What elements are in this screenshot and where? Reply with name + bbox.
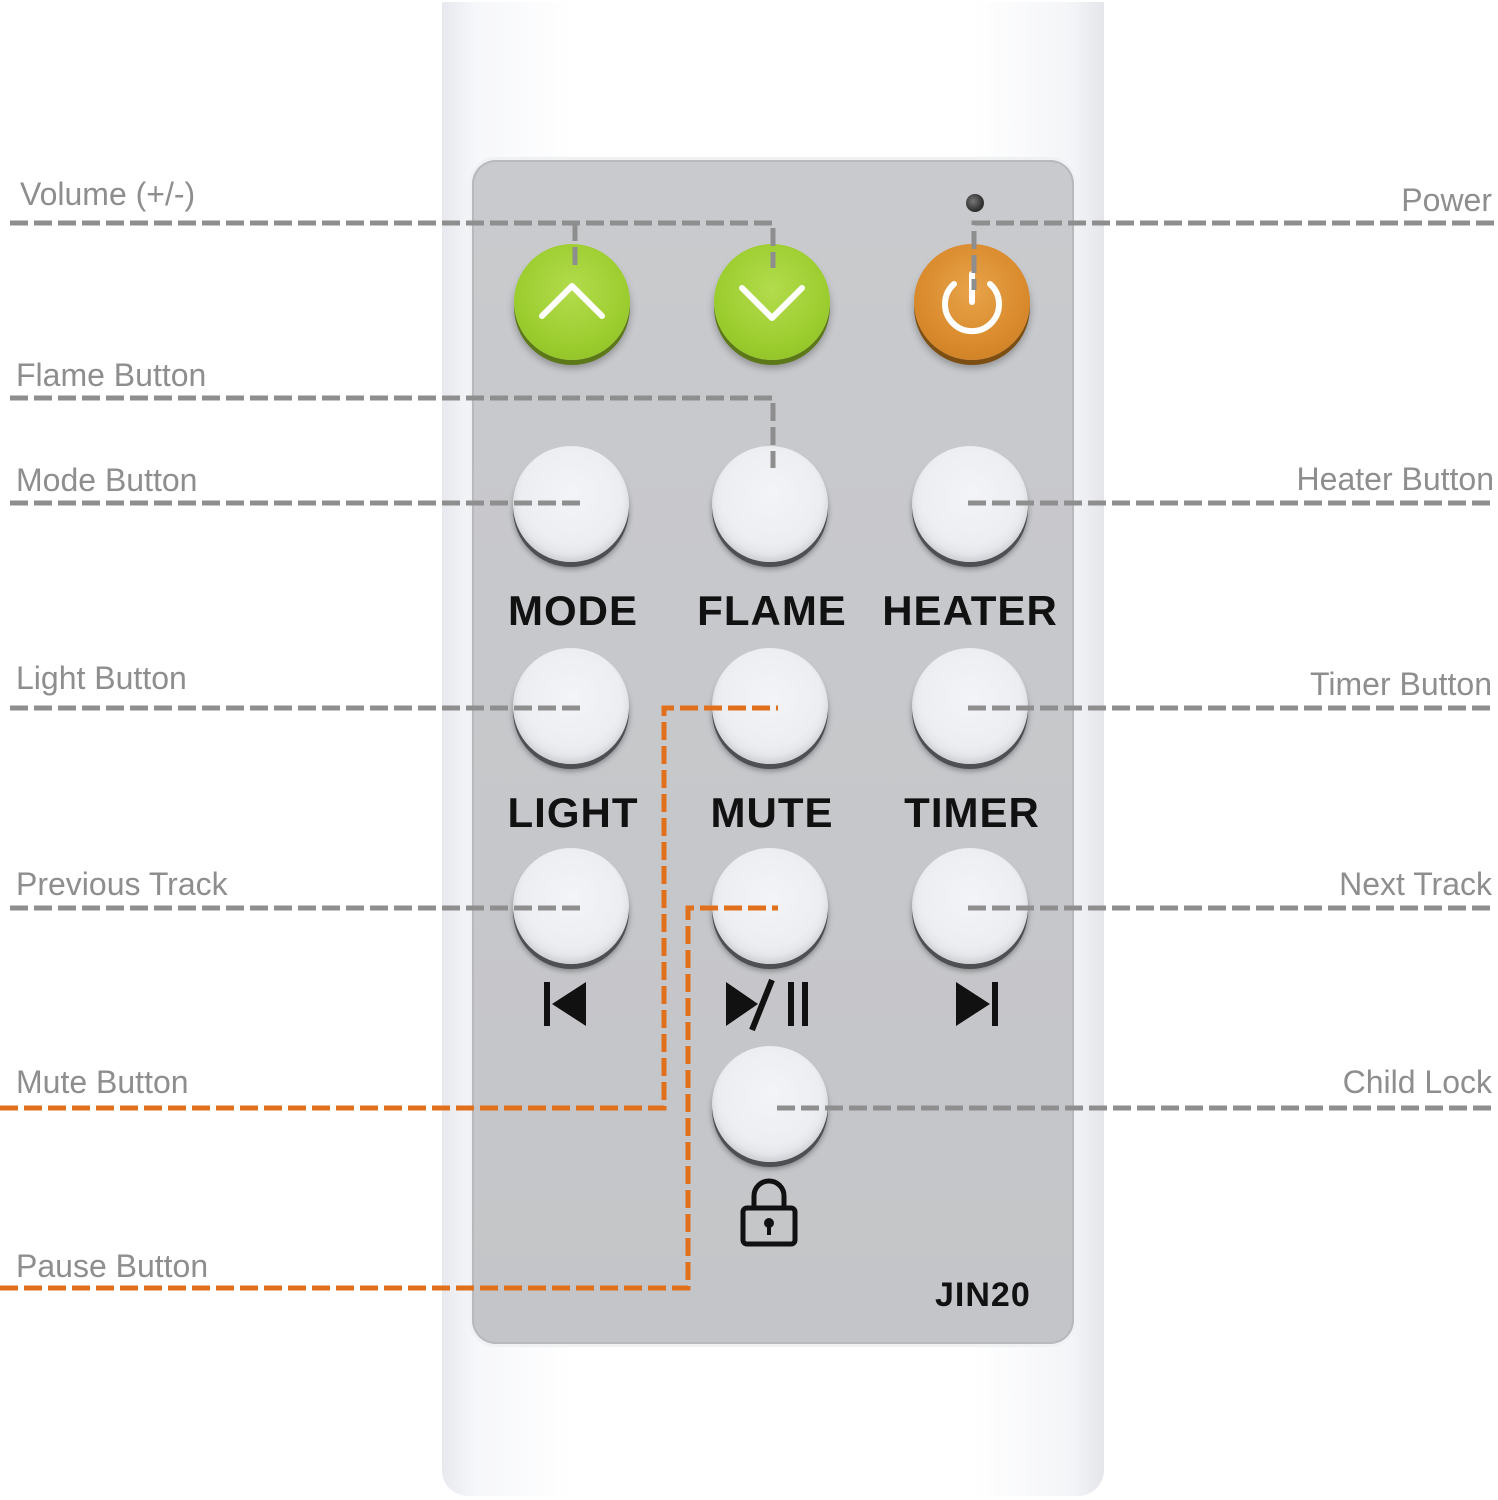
play-pause-button[interactable]	[712, 848, 828, 964]
child-lock-button[interactable]	[712, 1046, 828, 1162]
next-track-button[interactable]	[912, 848, 1028, 964]
play-pause-icon	[726, 978, 808, 1032]
flame-button[interactable]	[712, 446, 828, 562]
timer-label: TIMER	[904, 789, 1040, 836]
previous-track-button[interactable]	[513, 848, 629, 964]
volume-up-button[interactable]	[514, 244, 630, 360]
mode-label: MODE	[508, 587, 638, 634]
light-button[interactable]	[513, 648, 629, 764]
callout-pause-button: Pause Button	[16, 1248, 209, 1284]
callout-power: Power	[1401, 182, 1492, 218]
callout-next-track: Next Track	[1339, 866, 1492, 902]
mode-button[interactable]	[513, 446, 629, 562]
chevron-down-icon	[739, 285, 805, 321]
callout-volume: Volume (+/-)	[20, 176, 196, 212]
mute-label: MUTE	[710, 789, 834, 836]
skip-previous-icon	[544, 982, 586, 1026]
power-icon	[942, 271, 1002, 335]
power-button[interactable]	[914, 244, 1030, 360]
model-number: JIN20	[935, 1276, 1031, 1314]
skip-next-icon	[956, 982, 998, 1026]
flame-label: FLAME	[697, 587, 847, 634]
callout-mute-button: Mute Button	[16, 1064, 189, 1100]
heater-label: HEATER	[882, 587, 1058, 634]
callout-heater-button: Heater Button	[1296, 461, 1494, 497]
callout-previous-track: Previous Track	[16, 866, 228, 902]
timer-button[interactable]	[912, 648, 1028, 764]
indicator-led	[966, 194, 984, 212]
callout-timer-button: Timer Button	[1310, 666, 1492, 702]
callout-flame-button: Flame Button	[16, 357, 207, 393]
heater-button[interactable]	[912, 446, 1028, 562]
light-label: LIGHT	[507, 789, 639, 836]
chevron-up-icon	[539, 283, 605, 319]
lock-icon	[740, 1178, 798, 1247]
callout-light-button: Light Button	[16, 660, 187, 696]
volume-down-button[interactable]	[714, 244, 830, 360]
callout-mode-button: Mode Button	[16, 462, 198, 498]
callout-child-lock: Child Lock	[1342, 1064, 1492, 1100]
mute-button[interactable]	[712, 648, 828, 764]
